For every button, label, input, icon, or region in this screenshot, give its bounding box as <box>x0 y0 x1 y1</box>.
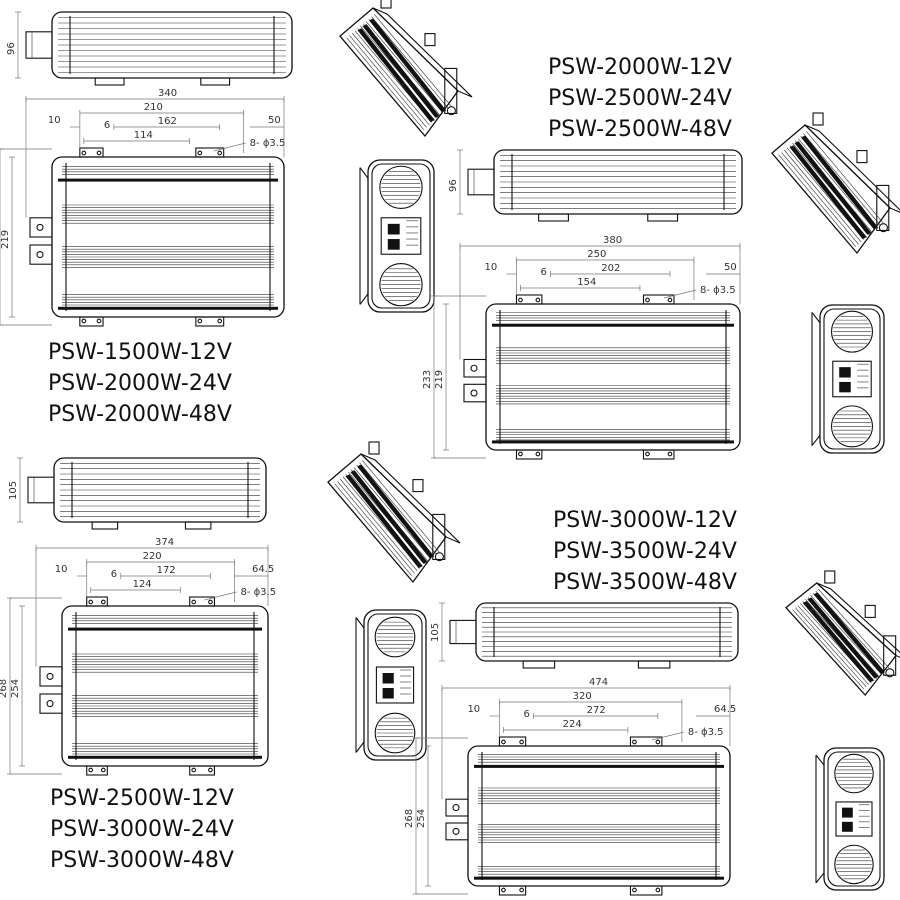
model-label: PSW-2000W-24V <box>48 371 232 396</box>
iso-view-c <box>327 441 461 584</box>
model-label: PSW-2500W-24V <box>548 86 732 111</box>
height-dimension: 105 <box>430 623 441 642</box>
model-label: PSW-3000W-48V <box>50 848 234 873</box>
dimension-label: 320 <box>573 691 592 702</box>
height-dimension: 96 <box>448 179 459 192</box>
end-view-a <box>359 159 435 313</box>
dimension-label: 6 <box>540 267 546 278</box>
model-label: PSW-3500W-48V <box>553 570 737 595</box>
dimension-label: 6 <box>111 569 117 580</box>
dimension-label: 6 <box>523 709 529 720</box>
model-list-b: PSW-2000W-12V PSW-2500W-24V PSW-2500W-48… <box>548 52 732 145</box>
dimension-label: 10 <box>467 704 480 715</box>
length-dimension: 474 <box>589 677 608 688</box>
side-view-a: 96 <box>6 11 293 86</box>
model-list-a: PSW-1500W-12V PSW-2000W-24V PSW-2000W-48… <box>48 337 232 430</box>
length-dimension: 374 <box>155 537 174 548</box>
dimension-label: 50 <box>268 115 281 126</box>
end-view-d <box>815 747 885 891</box>
hole-callout: 8- ϕ3.5 <box>240 587 276 598</box>
width-dimension: 233 <box>422 370 433 389</box>
dimension-label: 6 <box>104 120 110 131</box>
width-dimension: 219 <box>434 370 445 389</box>
dimension-label: 250 <box>587 249 606 260</box>
end-view-b <box>811 304 885 454</box>
end-view-c <box>355 609 427 761</box>
hole-callout: 8- ϕ3.5 <box>250 138 286 149</box>
iso-view-a <box>339 0 473 138</box>
dimension-label: 210 <box>144 102 163 113</box>
side-view-d: 105 <box>430 602 739 669</box>
model-list-c: PSW-2500W-12V PSW-3000W-24V PSW-3000W-48… <box>50 783 234 876</box>
side-view-c: 105 <box>8 457 267 530</box>
model-label: PSW-3000W-24V <box>50 817 234 842</box>
dimension-label: 124 <box>133 579 152 590</box>
model-label: PSW-3000W-12V <box>553 508 737 533</box>
dimension-label: 202 <box>601 263 620 274</box>
dimension-label: 10 <box>484 262 497 273</box>
length-dimension: 340 <box>158 88 177 99</box>
dimension-label: 220 <box>143 551 162 562</box>
length-dimension: 380 <box>603 235 622 246</box>
dimension-label: 224 <box>563 719 582 730</box>
model-label: PSW-2000W-12V <box>548 55 732 80</box>
width-dimension: 254 <box>10 679 21 698</box>
dimension-label: 272 <box>587 705 606 716</box>
width-dimension: 268 <box>404 809 415 828</box>
dimension-label: 64.5 <box>252 564 274 575</box>
width-dimension: 268 <box>0 679 9 698</box>
dimension-label: 64.5 <box>714 704 736 715</box>
dimension-label: 154 <box>577 277 596 288</box>
side-view-b: 96 <box>448 149 743 222</box>
dimension-label: 50 <box>724 262 737 273</box>
hole-callout: 8- ϕ3.5 <box>700 285 736 296</box>
model-label: PSW-2500W-12V <box>50 786 234 811</box>
height-dimension: 105 <box>8 481 19 500</box>
width-dimension: 254 <box>416 809 427 828</box>
model-label: PSW-3500W-24V <box>553 539 737 564</box>
model-label: PSW-2000W-48V <box>48 402 232 427</box>
dimension-label: 10 <box>55 564 68 575</box>
hole-callout: 8- ϕ3.5 <box>688 727 724 738</box>
height-dimension: 96 <box>6 42 17 55</box>
model-label: PSW-1500W-12V <box>48 340 232 365</box>
model-list-d: PSW-3000W-12V PSW-3500W-24V PSW-3500W-48… <box>553 505 737 598</box>
dimension-label: 172 <box>157 565 176 576</box>
iso-view-b <box>771 112 900 255</box>
iso-view-d <box>785 570 900 697</box>
width-dimension: 219 <box>0 230 11 249</box>
dimension-label: 162 <box>158 116 177 127</box>
dimension-label: 114 <box>134 130 153 141</box>
dimension-label: 10 <box>48 115 61 126</box>
model-label: PSW-2500W-48V <box>548 117 732 142</box>
